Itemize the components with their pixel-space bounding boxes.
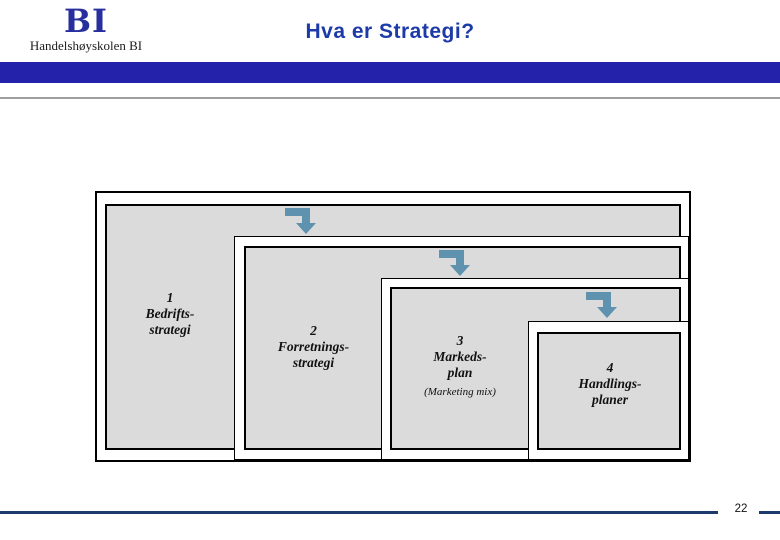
box-2-line2: strategi <box>292 355 335 370</box>
box-3-note: (Marketing mix) <box>424 386 496 398</box>
box-1-number: 1 <box>166 290 174 305</box>
slide-title: Hva er Strategi? <box>305 20 475 43</box>
header-divider-line <box>0 97 780 99</box>
bent-arrow-shape <box>285 208 316 234</box>
box-1-label: 1 Bedrifts- strategi <box>106 290 234 338</box>
box-4-line2: planer <box>591 392 628 407</box>
bent-arrow-shape <box>439 250 470 276</box>
box-3-number: 3 <box>456 333 464 348</box>
box-3-line2: plan <box>447 365 473 380</box>
bi-logo-school-name: Handelshøyskolen BI <box>29 38 143 53</box>
box-2-number: 2 <box>310 323 317 338</box>
page-number: 22 <box>734 503 748 515</box>
box-2-label: 2 Forretnings- strategi <box>246 323 381 371</box>
box-3-line1: Markeds- <box>433 349 487 364</box>
box-3-label: 3 Markeds- plan (Marketing mix) <box>392 333 528 400</box>
box-1-line1: Bedrifts- <box>145 306 195 321</box>
bent-arrow-shape <box>586 292 617 318</box>
strategy-box-4-handlingsplaner <box>537 332 681 450</box>
box-4-label: 4 Handlings- planer <box>539 360 681 408</box>
bent-arrow-down-icon <box>586 292 617 318</box>
box-2-line1: Forretnings- <box>277 339 350 354</box>
bent-arrow-down-icon <box>285 208 316 234</box>
box-4-line1: Handlings- <box>578 376 642 391</box>
bi-logo: BI Handelshøyskolen BI <box>10 4 162 53</box>
box-1-line2: strategi <box>149 322 191 337</box>
footer-line-left <box>0 511 718 514</box>
box-4-number: 4 <box>606 360 614 375</box>
header-accent-bar <box>0 62 780 83</box>
bi-logo-acronym: BI <box>63 2 108 40</box>
footer-line-right <box>759 511 780 514</box>
bent-arrow-down-icon <box>439 250 470 276</box>
